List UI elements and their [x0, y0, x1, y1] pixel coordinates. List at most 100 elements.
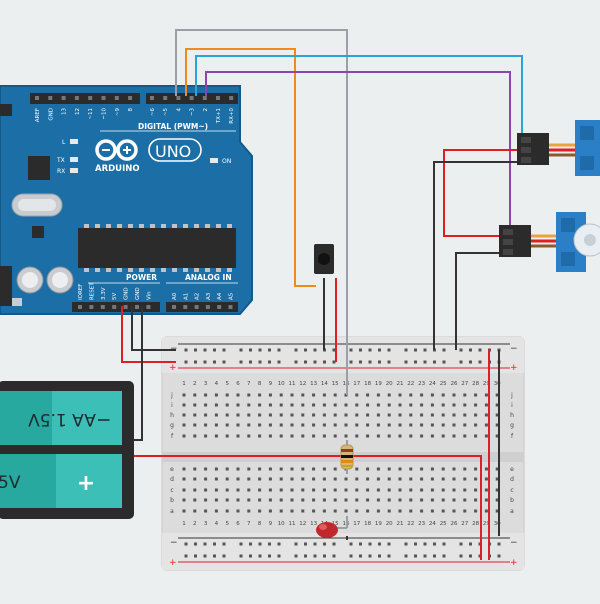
- rail-hole[interactable]: [323, 360, 326, 364]
- breadboard-hole[interactable]: [268, 423, 272, 427]
- rail-hole[interactable]: [423, 542, 427, 546]
- rail-hole[interactable]: [203, 348, 207, 352]
- digital-pin[interactable]: [150, 96, 154, 100]
- rail-hole[interactable]: [433, 360, 436, 364]
- breadboard-hole[interactable]: [279, 467, 283, 471]
- rail-hole[interactable]: [378, 360, 381, 364]
- breadboard-hole[interactable]: [409, 488, 413, 492]
- breadboard-hole[interactable]: [409, 413, 413, 417]
- rail-hole[interactable]: [277, 360, 281, 364]
- breadboard-hole[interactable]: [204, 434, 208, 438]
- breadboard-hole[interactable]: [322, 393, 326, 397]
- breadboard-hole[interactable]: [344, 423, 348, 427]
- breadboard-hole[interactable]: [474, 423, 478, 427]
- digital-pin[interactable]: [114, 96, 119, 100]
- breadboard-hole[interactable]: [495, 488, 499, 492]
- breadboard-hole[interactable]: [322, 423, 326, 427]
- breadboard-hole[interactable]: [290, 477, 294, 481]
- rail-hole[interactable]: [258, 360, 262, 364]
- digital-pin[interactable]: [74, 96, 79, 100]
- breadboard-hole[interactable]: [279, 413, 283, 417]
- rail-hole[interactable]: [304, 360, 307, 364]
- breadboard-hole[interactable]: [452, 488, 456, 492]
- rail-hole[interactable]: [459, 554, 463, 558]
- red-wire-arduino-5v[interactable]: [121, 306, 176, 363]
- breadboard-hole[interactable]: [344, 403, 348, 407]
- breadboard-hole[interactable]: [398, 509, 402, 513]
- blue-wire[interactable]: [195, 55, 523, 137]
- breadboard-hole[interactable]: [355, 434, 359, 438]
- ir-receiver-sensor[interactable]: [314, 244, 334, 274]
- breadboard-hole[interactable]: [366, 403, 370, 407]
- breadboard-hole[interactable]: [301, 477, 305, 481]
- red-wire-servo-top[interactable]: [443, 149, 517, 237]
- rail-hole[interactable]: [203, 360, 207, 364]
- breadboard-hole[interactable]: [193, 413, 197, 417]
- analog-header[interactable]: [166, 302, 238, 312]
- breadboard-hole[interactable]: [430, 509, 434, 513]
- breadboard-hole[interactable]: [258, 488, 262, 492]
- rail-hole[interactable]: [368, 554, 372, 558]
- rail-hole[interactable]: [184, 542, 188, 546]
- breadboard-hole[interactable]: [193, 423, 197, 427]
- breadboard-hole[interactable]: [279, 498, 283, 502]
- digital-pin[interactable]: [189, 96, 194, 100]
- breadboard-hole[interactable]: [193, 467, 197, 471]
- breadboard-hole[interactable]: [258, 498, 262, 502]
- breadboard-hole[interactable]: [333, 403, 337, 407]
- breadboard-hole[interactable]: [474, 498, 478, 502]
- rail-hole[interactable]: [387, 554, 391, 558]
- rail-hole[interactable]: [294, 554, 298, 558]
- rail-hole[interactable]: [423, 360, 427, 364]
- breadboard-hole[interactable]: [214, 467, 218, 471]
- breadboard-hole[interactable]: [333, 423, 337, 427]
- breadboard-hole[interactable]: [355, 423, 359, 427]
- breadboard-hole[interactable]: [193, 393, 197, 397]
- rail-hole[interactable]: [323, 542, 326, 546]
- breadboard-hole[interactable]: [441, 434, 445, 438]
- breadboard-hole[interactable]: [258, 477, 262, 481]
- rail-hole[interactable]: [258, 542, 262, 546]
- breadboard-hole[interactable]: [376, 434, 380, 438]
- rail-hole[interactable]: [378, 542, 381, 546]
- breadboard-hole[interactable]: [290, 413, 294, 417]
- breadboard-hole[interactable]: [376, 393, 380, 397]
- digital-pin[interactable]: [202, 96, 207, 100]
- breadboard-hole[interactable]: [204, 477, 208, 481]
- rail-hole[interactable]: [359, 554, 362, 558]
- breadboard-hole[interactable]: [322, 477, 326, 481]
- breadboard-hole[interactable]: [258, 423, 262, 427]
- breadboard-hole[interactable]: [495, 498, 499, 502]
- breadboard-hole[interactable]: [333, 413, 337, 417]
- rail-hole[interactable]: [442, 360, 446, 364]
- breadboard-hole[interactable]: [387, 403, 391, 407]
- breadboard-hole[interactable]: [236, 434, 240, 438]
- breadboard-hole[interactable]: [441, 393, 445, 397]
- rail-hole[interactable]: [404, 542, 408, 546]
- header-pin[interactable]: [112, 305, 117, 309]
- breadboard-hole[interactable]: [441, 498, 445, 502]
- breadboard-hole[interactable]: [214, 393, 218, 397]
- rail-hole[interactable]: [359, 348, 362, 352]
- breadboard-hole[interactable]: [452, 434, 456, 438]
- header-pin[interactable]: [123, 305, 128, 309]
- breadboard-hole[interactable]: [301, 403, 305, 407]
- breadboard-hole[interactable]: [204, 509, 208, 513]
- breadboard-hole[interactable]: [484, 509, 488, 513]
- digital-pin[interactable]: [176, 96, 181, 100]
- rail-hole[interactable]: [404, 348, 408, 352]
- breadboard-hole[interactable]: [193, 509, 197, 513]
- breadboard-hole[interactable]: [268, 393, 272, 397]
- breadboard-hole[interactable]: [355, 509, 359, 513]
- breadboard-hole[interactable]: [366, 509, 370, 513]
- breadboard-hole[interactable]: [452, 413, 456, 417]
- breadboard-hole[interactable]: [236, 423, 240, 427]
- header-pin[interactable]: [89, 305, 94, 309]
- breadboard-hole[interactable]: [268, 413, 272, 417]
- rail-hole[interactable]: [459, 360, 463, 364]
- red-led[interactable]: [316, 516, 348, 538]
- rail-hole[interactable]: [222, 348, 226, 352]
- rail-hole[interactable]: [378, 348, 381, 352]
- breadboard-hole[interactable]: [409, 434, 413, 438]
